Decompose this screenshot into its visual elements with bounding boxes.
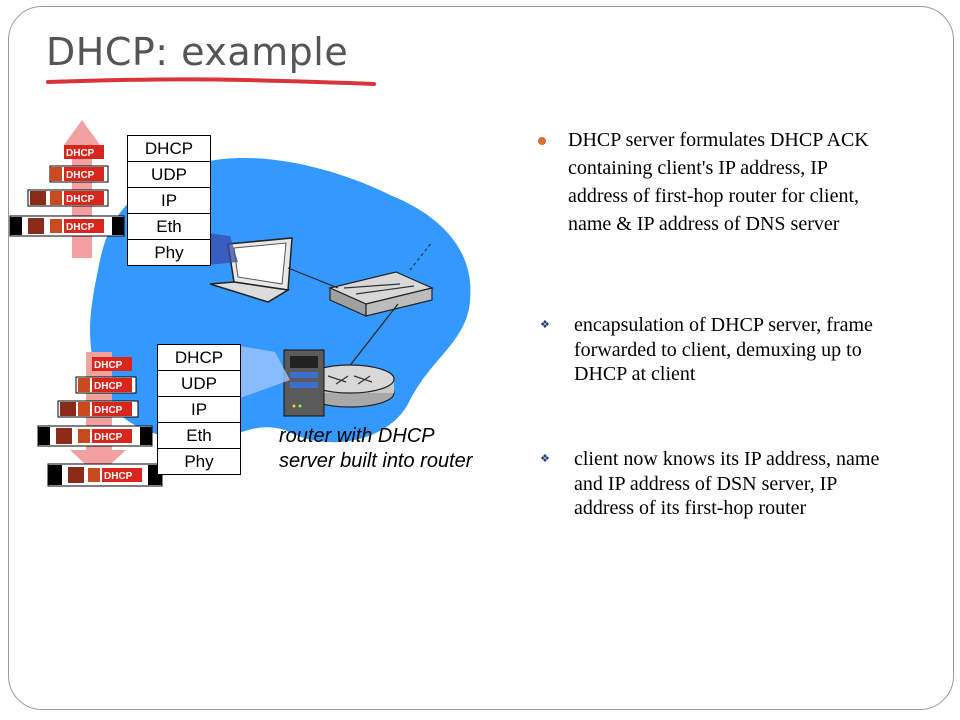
packet-label: DHCP	[94, 381, 123, 392]
stack-layer-udp: UDP	[158, 371, 240, 397]
stack-layer-phy: Phy	[184, 452, 214, 471]
router-icon	[305, 364, 395, 408]
stack-layer-udp: UDP	[128, 162, 210, 188]
stack-layer-dhcp: DHCP	[158, 345, 240, 371]
packet-label: DHCP	[94, 360, 123, 371]
stack-layer-eth: Eth	[128, 214, 210, 240]
title-underline	[46, 77, 376, 86]
up-arrow	[64, 120, 100, 258]
sub-bullet: ❖ client now knows its IP address, name …	[540, 447, 880, 521]
packet-label: DHCP	[66, 194, 95, 205]
bullet-dot-icon	[538, 137, 546, 145]
server-packet-stack: DHCP DHCP DHCP DHCP DHCP	[37, 357, 163, 487]
sub-bullet-text: encapsulation of DHCP server, frame forw…	[574, 314, 873, 385]
server-icon	[283, 349, 325, 417]
main-bullet-text: DHCP server formulates DHCP ACK containi…	[568, 129, 869, 235]
stack-layer-phy: Phy	[154, 243, 184, 262]
packet-label: DHCP	[66, 148, 95, 159]
diamond-bullet-icon: ❖	[540, 453, 550, 465]
client-packet-stack: DHCP DHCP DHCP DHCP	[9, 145, 125, 237]
sub-bullet: ❖ encapsulation of DHCP server, frame fo…	[540, 313, 880, 387]
server-protocol-stack: DHCP UDP IP Eth Phy	[157, 344, 241, 475]
packet-label: DHCP	[66, 170, 95, 181]
packet-label: DHCP	[94, 405, 123, 416]
packet-label: DHCP	[66, 222, 95, 233]
stack-layer-ip: IP	[128, 188, 210, 214]
laptop-icon	[209, 237, 293, 303]
diamond-bullet-icon: ❖	[540, 319, 550, 331]
sub-bullet-text: client now knows its IP address, name an…	[574, 448, 880, 519]
client-stack-connector	[208, 233, 238, 265]
stack-layer-eth: Eth	[158, 423, 240, 449]
packet-label: DHCP	[94, 432, 123, 443]
main-bullet: DHCP server formulates DHCP ACK containi…	[538, 126, 884, 238]
client-protocol-stack: DHCP UDP IP Eth Phy	[127, 135, 211, 266]
router-caption: router with DHCP server built into route…	[279, 425, 473, 472]
switch-icon	[328, 271, 434, 317]
packet-label: DHCP	[104, 471, 133, 482]
stack-layer-ip: IP	[158, 397, 240, 423]
stack-layer-dhcp: DHCP	[128, 136, 210, 162]
page-title: DHCP: example	[46, 30, 349, 74]
server-stack-connector	[240, 346, 290, 398]
